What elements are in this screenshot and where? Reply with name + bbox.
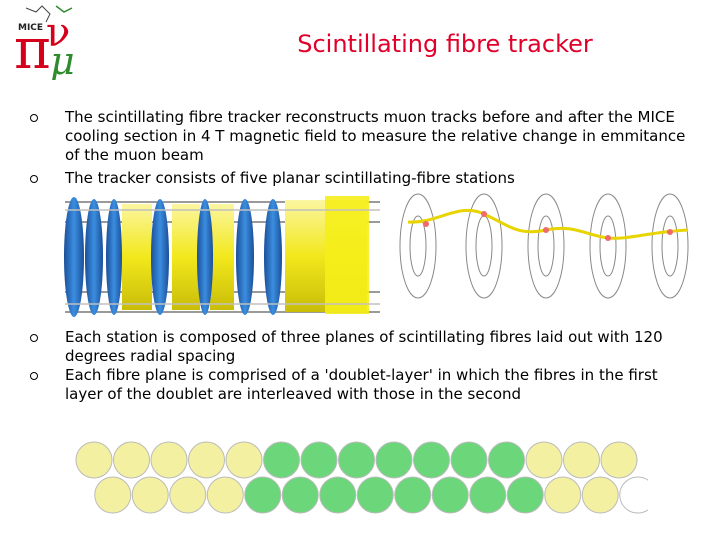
- logo-track-lines-green: [55, 5, 73, 13]
- fibre-top: [488, 441, 525, 479]
- bullet-text: The scintillating fibre tracker reconstr…: [65, 108, 686, 164]
- stations-track-diagram: [399, 193, 689, 299]
- bullet-list-bottom: Each station is composed of three planes…: [30, 328, 690, 404]
- fibre-bottom: [394, 476, 432, 514]
- fibre-bottom: [281, 476, 319, 514]
- logo-nu-glyph: ν: [46, 10, 70, 56]
- tracker-illustration: [64, 196, 380, 317]
- bullet-icon: [30, 175, 38, 183]
- fibre-bottom: [544, 476, 582, 514]
- fibre-bottom: [469, 476, 507, 514]
- fibre-top: [150, 441, 188, 479]
- fibre-top: [600, 441, 638, 479]
- bullet-list-top: The scintillating fibre tracker reconstr…: [30, 108, 690, 188]
- fibre-top: [525, 441, 563, 479]
- bullet-item: Each station is composed of three planes…: [30, 328, 690, 366]
- muon-track: [407, 208, 689, 240]
- fibre-bottom: [356, 476, 394, 514]
- track-hits: [423, 211, 673, 241]
- bullet-text: Each fibre plane is comprised of a 'doub…: [65, 366, 658, 403]
- fibre-bottom: [131, 476, 169, 514]
- fibre-top: [563, 441, 600, 479]
- fibre-doublet-diagram: [75, 441, 648, 514]
- fibre-top: [113, 441, 150, 479]
- front-rods: [65, 209, 380, 305]
- fibre-bottom: [94, 476, 132, 514]
- fibre-bottom: [319, 476, 357, 514]
- bullet-icon: [30, 372, 38, 380]
- bullet-text: Each station is composed of three planes…: [65, 328, 663, 365]
- fibre-top: [225, 441, 263, 479]
- fibre-bottom: [619, 476, 648, 514]
- fibre-bottom: [169, 476, 207, 514]
- mice-logo: π ν μ MICE: [14, 5, 75, 80]
- fibre-top: [188, 441, 225, 479]
- logo-mice-text: MICE: [18, 23, 43, 33]
- bullet-text: The tracker consists of five planar scin…: [65, 169, 515, 187]
- fibre-bottom: [244, 476, 282, 514]
- logo-pi-glyph: π: [14, 17, 51, 80]
- page-title: Scintillating fibre tracker: [297, 30, 593, 58]
- fibre-top: [375, 441, 413, 479]
- fibre-bottom: [581, 476, 619, 514]
- bullet-item: The scintillating fibre tracker reconstr…: [30, 108, 690, 165]
- fibre-top: [338, 441, 375, 479]
- fibre-top: [75, 441, 113, 479]
- fibre-bottom: [431, 476, 469, 514]
- fibre-top: [413, 441, 450, 479]
- bullet-icon: [30, 114, 38, 122]
- station-rings: [64, 197, 282, 317]
- logo-track-lines: [25, 5, 51, 23]
- bullet-item: Each fibre plane is comprised of a 'doub…: [30, 366, 690, 404]
- fibre-bottom: [506, 476, 544, 514]
- yellow-sections: [122, 196, 369, 314]
- bullet-icon: [30, 334, 38, 342]
- logo-mu-glyph: μ: [50, 39, 75, 80]
- fibre-top: [450, 441, 488, 479]
- bullet-item: The tracker consists of five planar scin…: [30, 169, 690, 188]
- station-discs: [399, 193, 689, 299]
- fibre-top: [263, 441, 300, 479]
- fibre-top: [300, 441, 338, 479]
- fibre-bottom: [206, 476, 244, 514]
